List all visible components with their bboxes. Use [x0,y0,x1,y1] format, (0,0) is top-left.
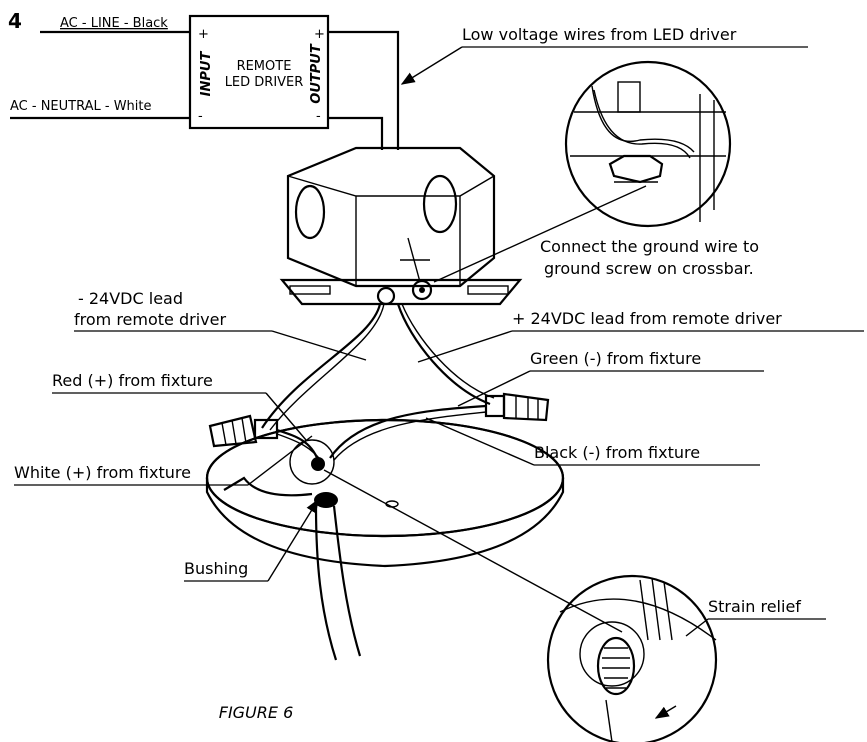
remote-led-driver: REMOTE LED DRIVER INPUT OUTPUT + - + - [188,14,330,130]
output-minus: - [316,109,321,124]
ac-line-label: AC - LINE - Black [60,16,168,31]
figure-caption: FIGURE 6 [219,703,294,722]
fixture-cord [314,505,338,661]
low-voltage-callout: Low voltage wires from LED driver [462,25,737,44]
wire-nut-right [484,392,550,422]
junction-box [279,146,523,306]
ac-neutral-label: AC - NEUTRAL - White [10,99,152,114]
ground-callout-line2: ground screw on crossbar. [544,259,754,278]
canopy [205,418,565,568]
green-callout: Green (-) from fixture [530,349,701,368]
pos-lead-callout: + 24VDC lead from remote driver [512,309,782,328]
step-number: 4 [8,9,22,33]
red-callout: Red (+) from fixture [52,371,213,390]
input-label: INPUT [199,51,214,97]
input-plus: + [198,27,209,42]
lv-negative-wire [328,116,384,150]
neg-lead-callout-line1: - 24VDC lead [78,289,183,308]
input-minus: - [198,109,203,124]
strain-relief-callout: Strain relief [708,597,801,616]
bushing-callout: Bushing [184,559,248,578]
white-callout: White (+) from fixture [14,463,191,482]
ground-callout-line1: Connect the ground wire to [540,237,759,256]
crossbar-detail [564,60,732,228]
driver-title-line1: REMOTE [237,59,292,74]
ground-leader [433,185,647,283]
neg-lead-callout-line2: from remote driver [74,310,226,329]
wire-nut-left [208,414,279,448]
output-plus: + [314,27,325,42]
black-callout: Black (-) from fixture [534,443,700,462]
strain-relief-detail [546,574,718,742]
neg-lead-wire [261,303,382,429]
output-label: OUTPUT [309,43,324,104]
strain-leader [323,469,623,633]
lv-positive-wire [328,30,400,150]
driver-title-line2: LED DRIVER [225,75,304,90]
